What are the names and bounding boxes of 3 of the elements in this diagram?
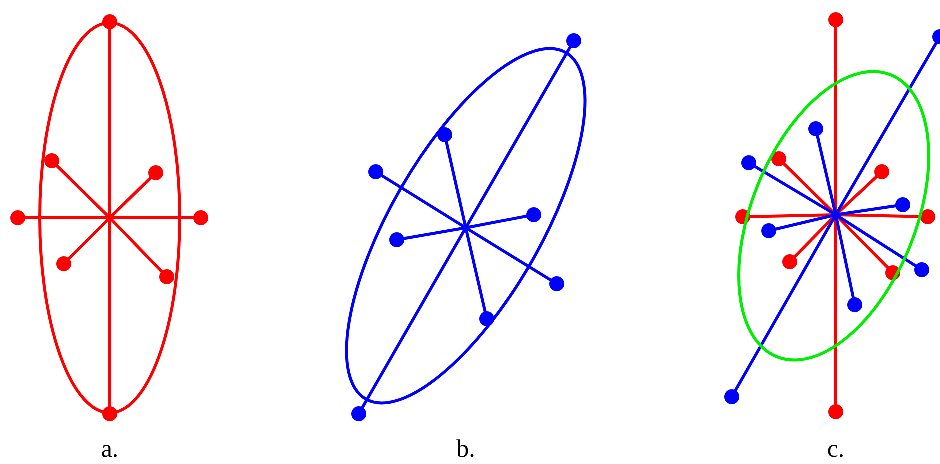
panel-label: a. [101, 436, 119, 464]
panel-label: b. [456, 436, 476, 464]
panel-label: c. [827, 436, 845, 464]
